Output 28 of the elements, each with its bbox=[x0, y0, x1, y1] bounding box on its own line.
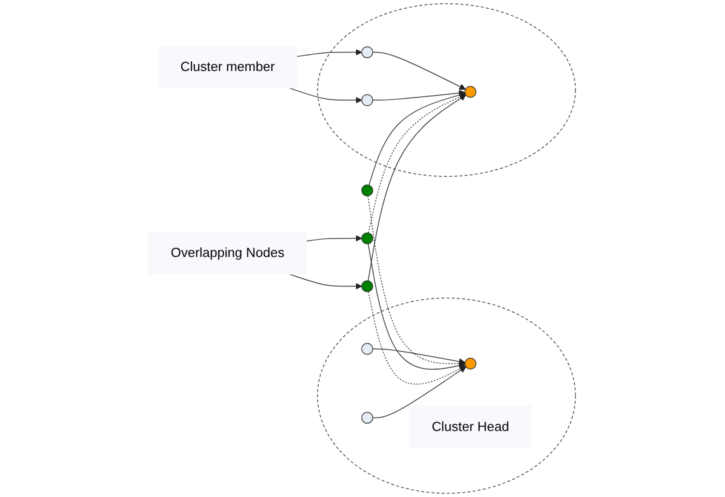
node-circle bbox=[464, 358, 477, 370]
node-circle bbox=[464, 86, 477, 98]
cluster bbox=[318, 3, 576, 177]
arrow bbox=[289, 88, 362, 104]
node-box: Cluster member bbox=[158, 46, 298, 88]
node-circle bbox=[362, 94, 374, 106]
cluster bbox=[318, 298, 576, 494]
node-circle bbox=[362, 46, 374, 58]
node-circle bbox=[362, 342, 374, 355]
arrow bbox=[289, 274, 362, 290]
node-circle bbox=[362, 184, 374, 196]
node-box: Cluster Head bbox=[410, 406, 532, 448]
arrow bbox=[368, 243, 466, 370]
node-circle bbox=[362, 412, 374, 424]
arrow bbox=[368, 196, 466, 367]
node-circle bbox=[362, 280, 374, 292]
node-box: Overlapping Nodes bbox=[148, 232, 308, 274]
arrow bbox=[372, 52, 466, 90]
arrow bbox=[372, 90, 466, 101]
node-circle bbox=[362, 232, 374, 244]
arrow bbox=[296, 49, 362, 57]
arrow bbox=[372, 366, 467, 418]
arrow bbox=[368, 94, 467, 282]
arrow bbox=[306, 235, 362, 242]
arrow bbox=[372, 348, 466, 365]
arrow bbox=[368, 92, 466, 186]
arrow bbox=[368, 94, 466, 234]
arrow bbox=[368, 291, 466, 384]
